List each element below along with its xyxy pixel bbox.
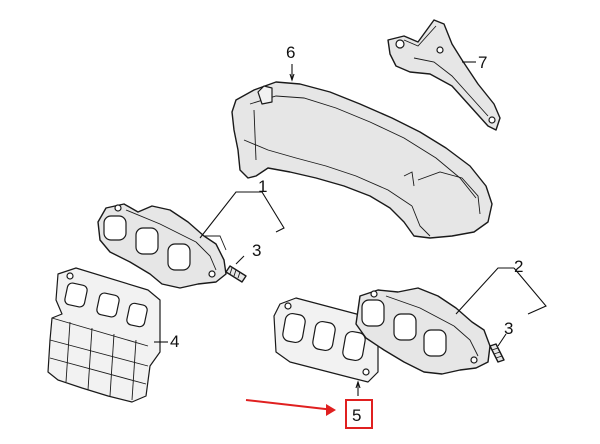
manifold-part-1 (97, 203, 227, 289)
callout-6[interactable]: 6 (286, 43, 295, 62)
callout-7[interactable]: 7 (478, 53, 487, 72)
callout-5[interactable]: 5 (352, 406, 361, 425)
gasket-shield-part-4 (47, 267, 161, 403)
callout-3-upper[interactable]: 3 (252, 241, 261, 260)
highlight-arrow (245, 399, 336, 416)
callout-4[interactable]: 4 (170, 332, 179, 351)
callout-1[interactable]: 1 (258, 177, 267, 196)
bracket-part-7 (387, 19, 501, 131)
leader-lines (154, 61, 547, 396)
stud-bolt-part-3-upper (225, 265, 247, 283)
manifold-part-2 (355, 287, 491, 375)
highlight-box (345, 399, 373, 429)
stud-bolt-part-3-lower (489, 343, 505, 363)
callout-2[interactable]: 2 (514, 257, 523, 276)
heat-shield-part-6 (231, 81, 493, 239)
callout-3-lower[interactable]: 3 (504, 319, 513, 338)
gasket-part-5 (273, 297, 379, 383)
